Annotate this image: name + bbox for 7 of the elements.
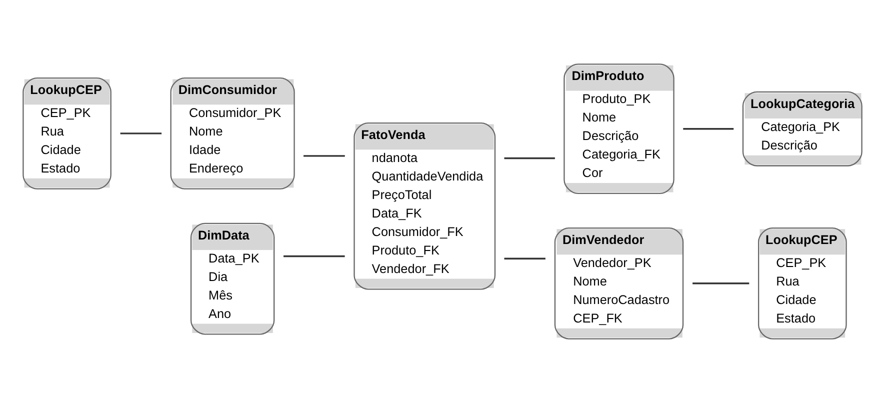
connector — [504, 157, 555, 160]
connector — [504, 258, 546, 260]
connector — [120, 132, 162, 134]
connector — [683, 128, 734, 130]
connector — [304, 155, 345, 157]
connector — [284, 255, 345, 258]
connector — [692, 282, 750, 284]
